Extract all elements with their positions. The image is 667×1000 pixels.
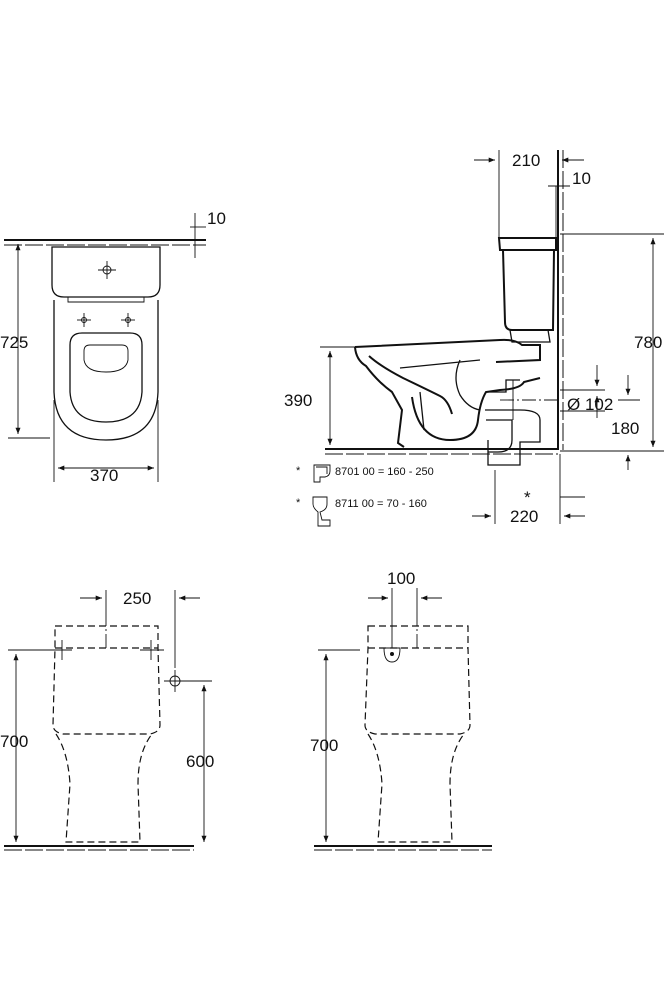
front-right-dim-100-label: 100	[387, 569, 415, 588]
side-dim-210-label: 210	[512, 151, 540, 170]
side-dim-780: 780	[560, 233, 664, 452]
front-left-pedestal	[55, 733, 153, 843]
front-right-dim-700: 700	[310, 649, 360, 842]
side-view-floor	[325, 448, 558, 455]
side-dim-390: 390	[284, 346, 358, 445]
side-dim-10: 10	[548, 169, 591, 238]
top-view-seat	[69, 332, 143, 423]
front-view-left: 250 700 600	[0, 589, 214, 851]
top-view-cistern	[51, 246, 161, 298]
front-right-dim-700-label: 700	[310, 736, 338, 755]
note-1-marker: *	[296, 465, 301, 477]
top-dim-10: 10	[190, 209, 226, 258]
front-right-inlet-icon	[383, 640, 401, 663]
note-2-marker: *	[296, 497, 301, 509]
side-dim-180-label: 180	[611, 419, 639, 438]
top-dim-725: 725	[0, 239, 50, 439]
pipe-bend-icon	[313, 464, 331, 483]
front-left-dim-600-label: 600	[186, 752, 214, 771]
flush-button-icon	[98, 261, 116, 279]
side-dim-220: 220 *	[472, 454, 585, 526]
side-dim-780-label: 780	[634, 333, 662, 352]
side-dim-220-label: 220	[510, 507, 538, 526]
front-right-pedestal	[367, 733, 465, 843]
top-view: 10 725 370	[0, 209, 226, 485]
side-view-bowl	[354, 338, 541, 448]
top-dim-370-label: 370	[90, 466, 118, 485]
side-view: 210 10 780 390 Ø 102	[284, 150, 664, 527]
front-left-crosshair-right	[140, 640, 164, 660]
front-left-dim-250: 250	[80, 589, 200, 668]
top-dim-10-label: 10	[207, 209, 226, 228]
side-dim-diameter-label: Ø 102	[567, 395, 613, 414]
front-left-dim-250-label: 250	[123, 589, 151, 608]
front-left-dim-600: 600	[180, 680, 214, 842]
side-dim-180: 180	[611, 375, 640, 470]
side-view-cistern	[497, 237, 557, 343]
front-left-cistern	[52, 625, 161, 735]
front-left-crosshair-left	[45, 640, 72, 660]
note-2-text: 8711 00 = 70 - 160	[335, 498, 427, 510]
side-view-wall	[557, 150, 564, 450]
side-dim-diameter: Ø 102	[560, 365, 613, 418]
front-right-cistern	[364, 625, 471, 735]
side-dim-220-asterisk: *	[524, 488, 531, 507]
front-view-right: 100 700	[310, 569, 492, 851]
front-right-dim-100: 100	[368, 569, 442, 640]
top-dim-370: 370	[53, 400, 159, 485]
note-1-text: 8701 00 = 160 - 250	[335, 466, 434, 478]
top-dim-725-label: 725	[0, 333, 28, 352]
side-dim-10-label: 10	[572, 169, 591, 188]
front-left-dim-700: 700	[0, 649, 48, 842]
side-dim-390-label: 390	[284, 391, 312, 410]
pipe-offset-icon	[312, 496, 331, 527]
outlet-notes: * 8701 00 = 160 - 250 * 8711 00 = 70 - 1…	[296, 464, 434, 527]
side-view-outlet-pipe	[485, 379, 560, 466]
side-dim-210: 210	[474, 150, 584, 238]
seat-hinge-icon	[77, 313, 135, 327]
top-view-bowl	[53, 300, 159, 441]
front-left-dim-700-label: 700	[0, 732, 28, 751]
top-view-wall	[4, 239, 206, 246]
